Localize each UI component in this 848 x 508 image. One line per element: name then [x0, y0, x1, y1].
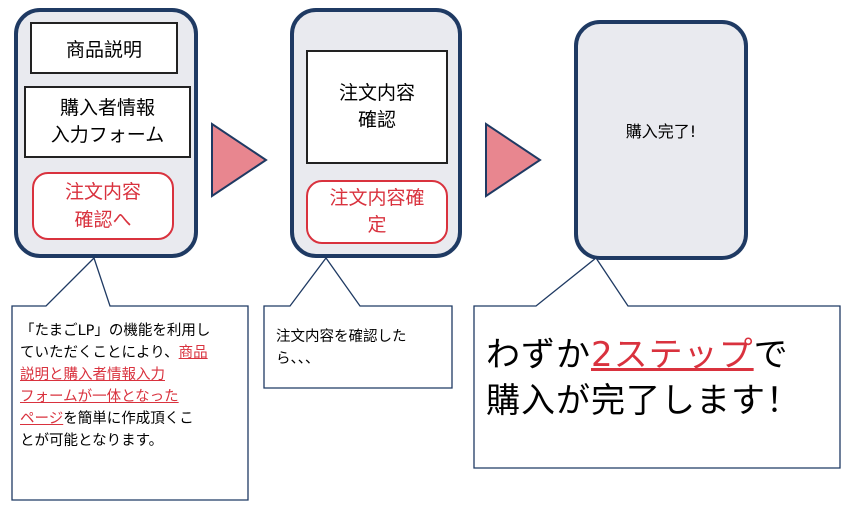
callout1-line: とが可能となります。 [20, 433, 164, 449]
feature-link[interactable]: ページ [20, 411, 64, 427]
order-confirm-label-line1: 注文内容 [64, 181, 141, 203]
feature-link[interactable]: 商品 [178, 345, 208, 361]
callout3-text: わずか2ステップで 購入が完了します！ [486, 332, 836, 424]
callout1-shape [11, 256, 249, 501]
callout2-line: 注文内容を確認した [276, 329, 407, 345]
order-finalize-button[interactable]: 注文内容確 定 [306, 180, 448, 244]
product-description-label: 商品説明 [65, 38, 142, 61]
callout1-line: 説明と購入者情報入力 [20, 364, 246, 386]
arrow-right-icon [485, 122, 542, 198]
order-finalize-line2: 定 [367, 214, 387, 236]
callout2-shape [263, 256, 453, 389]
buyer-info-form-box: 購入者情報 入力フォーム [24, 86, 191, 158]
callout2-line: ら、、、 [276, 351, 320, 367]
callout3-line: 購入が完了します！ [486, 381, 801, 421]
callout1-text: 「たまごLP」の機能を利用し ていただくことにより、商品 説明と購入者情報入力 … [20, 320, 246, 452]
buyer-form-label-line1: 購入者情報 [59, 97, 155, 119]
callout3-shape [473, 257, 841, 469]
order-review-box: 注文内容 確認 [306, 50, 448, 164]
step3-phone-frame: 購入完了! [574, 20, 748, 260]
callout1-line: 「たまごLP」の機能を利用し [20, 323, 211, 339]
order-confirm-button[interactable]: 注文内容 確認へ [32, 172, 174, 240]
order-confirm-label-line2: 確認へ [74, 209, 132, 231]
callout1-line: ページを簡単に作成頂くこ [20, 411, 194, 427]
callout2-text: 注文内容を確認した ら、、、 [276, 326, 448, 370]
callout1-line: フォームが一体となった [20, 386, 246, 408]
feature-link[interactable]: 説明と購入者情報入力 [20, 367, 165, 383]
purchase-complete-label: 購入完了! [625, 122, 697, 141]
two-steps-link[interactable]: 2ステップ [591, 335, 754, 375]
callout3-line: わずか2ステップで [486, 335, 789, 375]
arrow-right-icon [211, 122, 268, 198]
order-finalize-line1: 注文内容確 [329, 187, 425, 209]
feature-link[interactable]: フォームが一体となった [20, 389, 179, 405]
buyer-form-label-line2: 入力フォーム [50, 124, 165, 146]
order-review-line2: 確認 [357, 109, 396, 131]
callout1-line: ていただくことにより、商品 [20, 345, 208, 361]
product-description-box: 商品説明 [30, 22, 178, 74]
order-review-line1: 注文内容 [338, 82, 415, 104]
